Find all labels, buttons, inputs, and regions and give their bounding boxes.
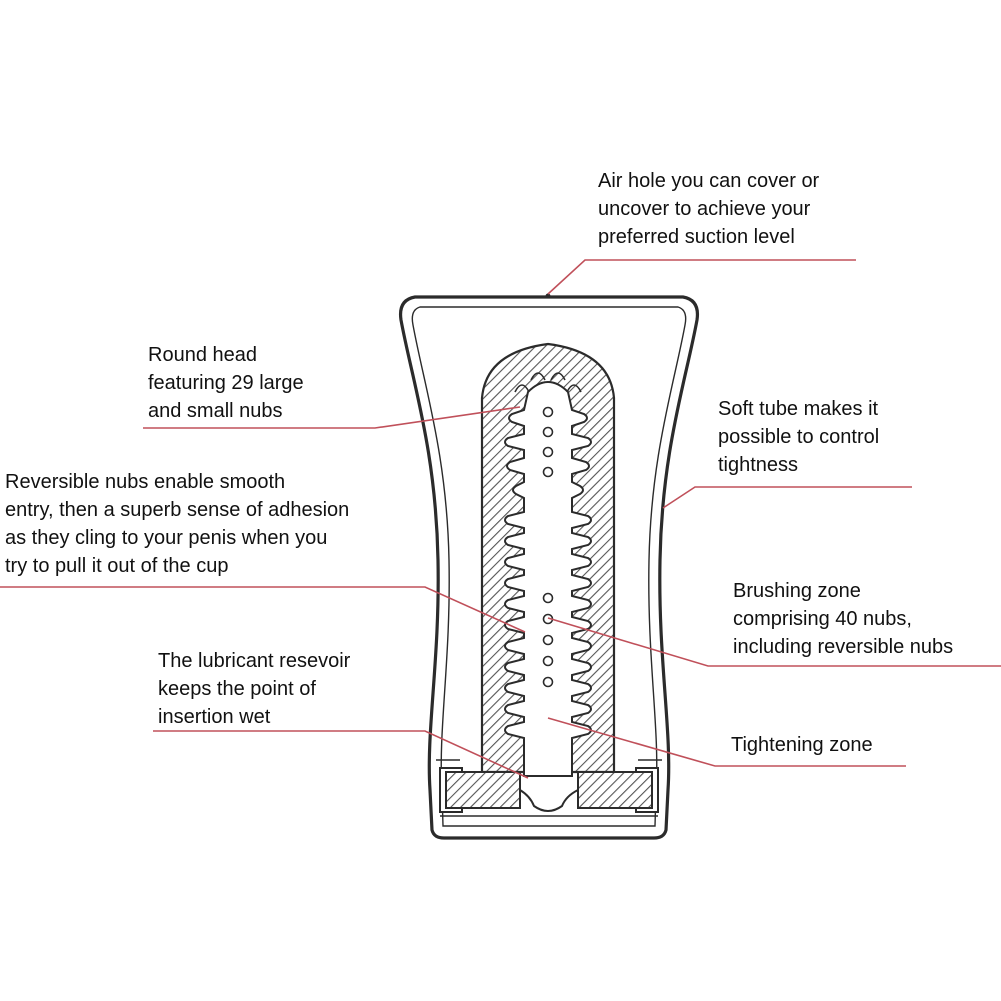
label-air-hole: Air hole you can cover or uncover to achi… [598,167,819,251]
nub-dot [542,634,554,646]
leader-soft-tube [662,486,912,509]
label-tightening-zone: Tightening zone [731,731,873,759]
label-line: Brushing zone [733,580,861,602]
label-line: possible to control [718,426,880,448]
label-line: Air hole you can cover or [598,170,820,192]
nub-dot [542,592,554,604]
label-line: tightness [718,454,799,476]
label-line: Reversible nubs enable smooth [5,471,286,493]
head-nub [530,372,546,381]
nub-dot [542,466,554,478]
nub-dot [542,406,554,418]
label-line: including reversible nubs [733,636,954,658]
label-line: insertion wet [158,706,271,728]
inner-tube-outline [411,306,687,827]
outer-tube-outline [398,295,700,840]
leader-brushing-zone [547,617,1001,667]
base-ring [436,759,662,817]
head-nub [550,372,566,381]
leader-lubricant-reservoir [153,730,529,779]
label-reversible-nubs: Reversible nubs enable smooth entry, then… [5,468,349,580]
label-round-head: Round head featuring 29 large and small nu… [148,341,304,425]
label-line: featuring 29 large [148,372,304,394]
label-line: Tightening zone [731,734,873,756]
label-line: Soft tube makes it [718,398,879,420]
label-line: entry, then a superb sense of adhesion [5,499,350,521]
label-soft-tube: Soft tube makes it possible to control tig… [718,395,879,479]
label-line: preferred suction level [598,226,795,248]
head-nub [566,384,582,393]
leader-tightening-zone [547,717,906,767]
label-line: The lubricant resevoir [158,650,351,672]
nub-dot [542,426,554,438]
label-brushing-zone: Brushing zone comprising 40 nubs, includin… [733,577,953,661]
nub-dot [542,446,554,458]
leader-air-hole [547,259,856,295]
label-line: Round head [148,344,257,366]
inner-channel [504,381,592,777]
label-line: uncover to achieve your [598,198,811,220]
label-line: comprising 40 nubs, [733,608,912,630]
nub-dot [542,676,554,688]
leader-reversible-nubs [0,586,526,633]
air-hole [545,293,551,299]
nub-dot [542,655,554,667]
label-line: and small nubs [148,400,283,422]
label-line: try to pull it out of the cup [5,555,229,577]
leader-round-head [143,406,521,429]
head-nub [514,384,530,393]
leader-lines [0,259,1001,779]
label-line: as they cling to your penis when you [5,527,328,549]
label-line: keeps the point of [158,678,316,700]
label-lubricant-reservoir: The lubricant resevoir keeps the point of… [158,647,350,731]
